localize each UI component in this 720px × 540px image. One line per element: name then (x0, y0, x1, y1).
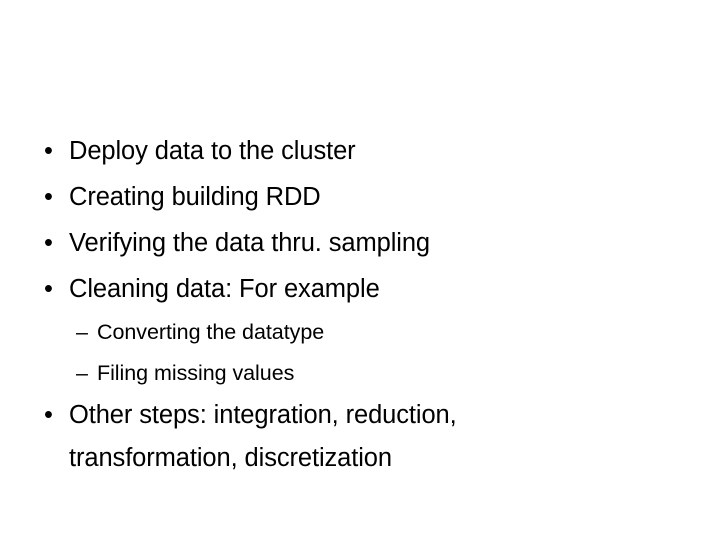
bullet-text-line-1: Other steps: integration, reduction, (69, 401, 457, 429)
list-item: • Deploy data to the cluster (38, 128, 638, 174)
sub-bullet-text: Converting the datatype (97, 320, 325, 344)
primary-bullet-list: • Deploy data to the cluster • Creating … (38, 128, 638, 312)
list-item: • Cleaning data: For example (38, 266, 638, 312)
bullet-marker-icon: • (44, 229, 53, 257)
sub-bullet-text: Filing missing values (97, 361, 295, 385)
secondary-bullet-list: • Other steps: integration, reduction, t… (38, 394, 638, 480)
dash-marker-icon: – (76, 320, 88, 344)
bullet-marker-icon: • (44, 275, 53, 303)
list-item: • Other steps: integration, reduction, t… (38, 394, 574, 480)
list-item: – Filing missing values (38, 353, 638, 394)
dash-marker-icon: – (76, 361, 88, 385)
bullet-text: Deploy data to the cluster (69, 137, 356, 165)
bullet-text: Creating building RDD (69, 183, 321, 211)
list-item: – Converting the datatype (38, 312, 638, 353)
sub-bullet-list: – Converting the datatype – Filing missi… (38, 312, 638, 394)
list-item: • Creating building RDD (38, 174, 638, 220)
slide-content-body: • Deploy data to the cluster • Creating … (38, 128, 638, 480)
bullet-marker-icon: • (44, 137, 53, 165)
bullet-marker-icon: • (44, 401, 53, 429)
bullet-marker-icon: • (44, 183, 53, 211)
list-item: • Verifying the data thru. sampling (38, 220, 638, 266)
bullet-text: Cleaning data: For example (69, 275, 380, 303)
bullet-text-line-2: transformation, discretization (69, 444, 392, 472)
bullet-text: Verifying the data thru. sampling (69, 229, 430, 257)
